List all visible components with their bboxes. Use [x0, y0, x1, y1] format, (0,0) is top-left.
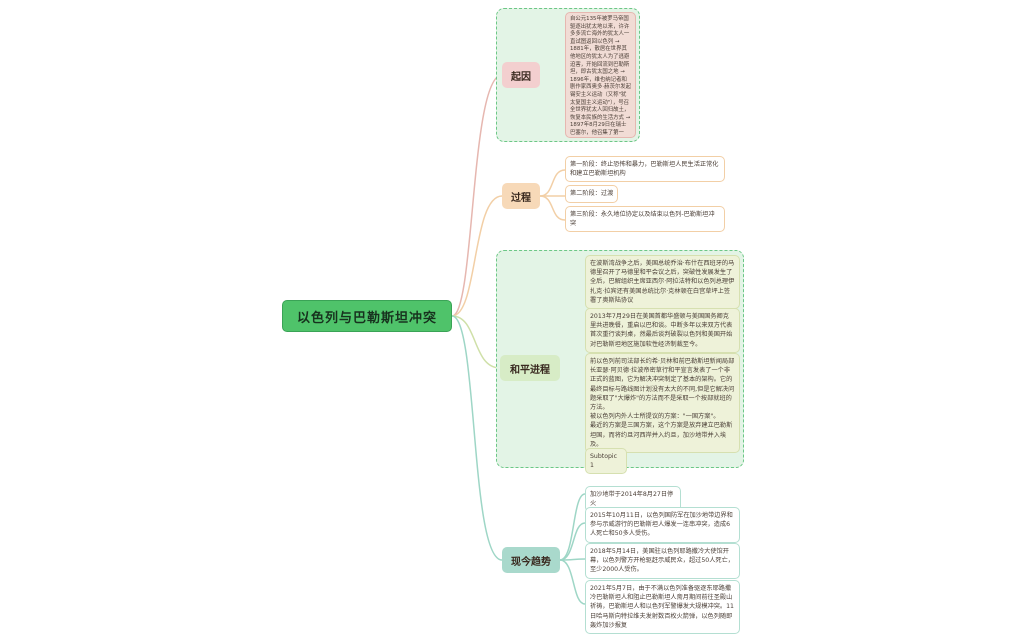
process-topic-1[interactable]: 第一阶段：终止恐怖和暴力，巴勒斯坦人民生活正常化和建立巴勒斯坦机构 — [565, 156, 725, 183]
branch-current[interactable]: 现今趋势 — [502, 547, 560, 573]
root-topic[interactable]: 以色列与巴勒斯坦冲突 — [282, 300, 452, 332]
current-topic-2[interactable]: 2015年10月11日，以色列国防军在加沙地带边界和参与示威游行的巴勒斯坦人爆发… — [585, 507, 740, 543]
branch-cause[interactable]: 起因 — [502, 62, 540, 88]
link-root-peace — [451, 315, 501, 369]
link-current-0 — [559, 493, 586, 561]
branch-peace[interactable]: 和平进程 — [500, 355, 560, 381]
link-process-2 — [539, 195, 566, 221]
link-process-0 — [539, 169, 566, 197]
link-current-1 — [559, 522, 586, 561]
current-topic-3[interactable]: 2018年5月14日，美国驻以色列耶路撒冷大使馆开幕，以色列警方开枪驱赶示威民众… — [585, 543, 740, 579]
process-topic-3[interactable]: 第三阶段：永久地位协定以及结束以色列-巴勒斯坦冲突 — [565, 205, 725, 233]
peace-topic-2[interactable]: 2013年7月29日在美国首都华盛顿与美国国务卿克里共进晚餐，重启以巴和谈。中断… — [585, 308, 740, 353]
peace-topic-3[interactable]: 前以色列前司法部长约希·贝林和前巴勒斯坦新闻局部长亚瑟·阿贝德·拉波帝密草行和平… — [585, 353, 740, 454]
link-root-cause — [451, 74, 503, 317]
cause-topic[interactable]: 自公元135年被罗马帝国驱逐出犹太地以来，许许多多流亡海外的犹太人一直试图返回以… — [565, 12, 636, 138]
peace-topic-1[interactable]: 在波斯湾战争之后，美国总统乔治·布什在西班牙的马德里召开了马德里和平会议之后，突… — [585, 255, 740, 310]
link-current-3 — [559, 559, 586, 605]
current-topic-4[interactable]: 2021年5月7日，由于不满以色列准备驱逐东耶路撒冷巴勒斯坦人和阻止巴勒斯坦人斋… — [585, 580, 740, 635]
link-root-process — [451, 195, 503, 317]
peace-subtopic-1[interactable]: Subtopic 1 — [585, 448, 627, 475]
link-root-current — [451, 315, 503, 561]
process-topics: 第一阶段：终止恐怖和暴力，巴勒斯坦人民生活正常化和建立巴勒斯坦机构 第二阶段：过… — [565, 156, 725, 233]
process-topic-2[interactable]: 第二阶段：过渡 — [565, 185, 619, 203]
branch-process[interactable]: 过程 — [502, 183, 540, 209]
